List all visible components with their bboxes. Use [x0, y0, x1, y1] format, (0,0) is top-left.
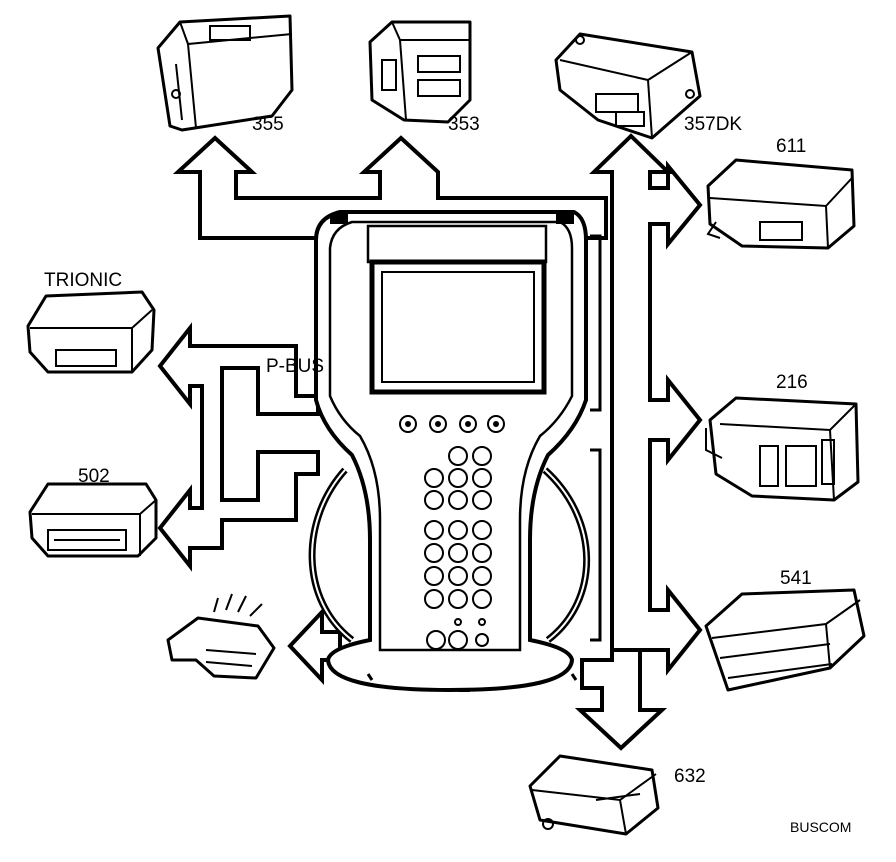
left-connector-arrow [287, 606, 342, 686]
label-355: 355 [252, 114, 284, 135]
label-pbus: P-BUS [266, 356, 324, 377]
label-502: 502 [78, 466, 110, 487]
tester-keypad [424, 446, 492, 650]
label-357dk: 357DK [684, 114, 742, 135]
module-355 [156, 14, 294, 132]
module-541 [704, 588, 866, 692]
tester-display-top [366, 224, 548, 264]
down-arrow-632 [574, 648, 668, 751]
module-502 [28, 482, 158, 558]
left-pbus-arrow [157, 322, 320, 572]
module-353 [368, 20, 472, 124]
label-216: 216 [776, 372, 808, 393]
right-vertical-bus-arrow [589, 133, 703, 676]
module-trionic [26, 290, 156, 374]
label-541: 541 [780, 568, 812, 589]
label-353: 353 [448, 114, 480, 135]
label-buscom: BUSCOM [790, 819, 851, 835]
obd-connector-icon [166, 593, 276, 680]
label-trionic: TRIONIC [44, 270, 122, 291]
label-632: 632 [674, 766, 706, 787]
handheld-tester [308, 210, 602, 693]
tester-function-keys [399, 415, 505, 433]
module-632 [528, 754, 660, 836]
label-611: 611 [776, 136, 806, 157]
module-357dk [554, 32, 702, 140]
module-216 [705, 396, 860, 502]
module-611 [706, 158, 856, 250]
